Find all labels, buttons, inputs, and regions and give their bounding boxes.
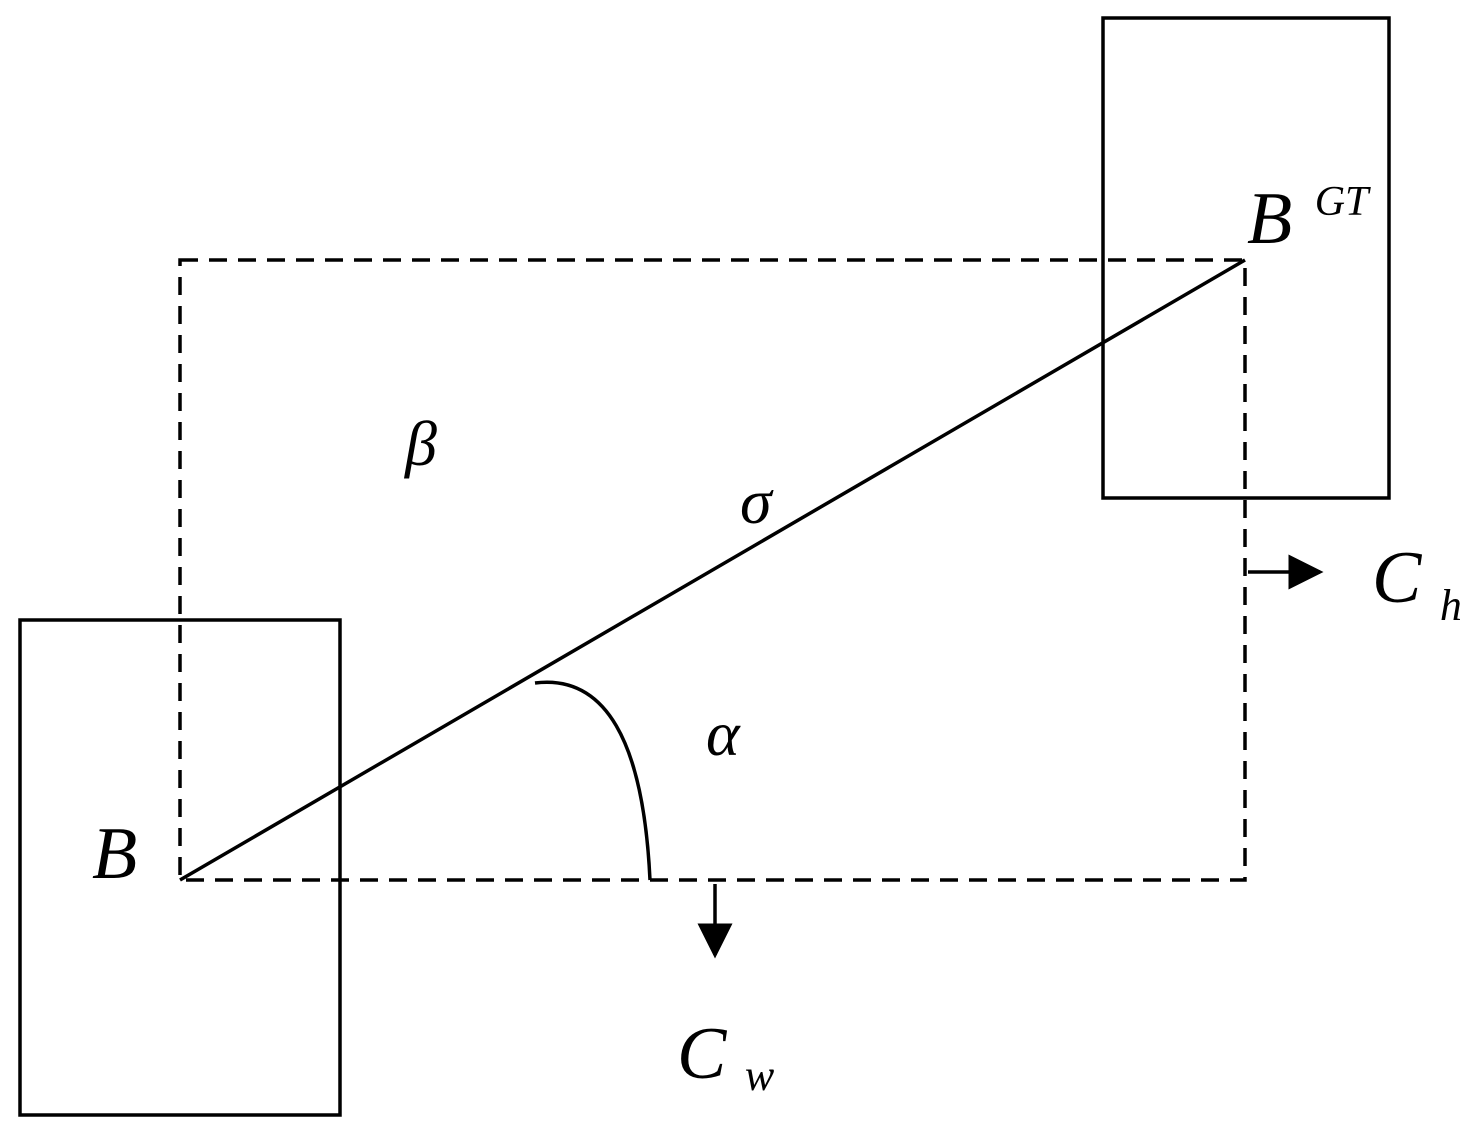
label-b: B [92, 813, 137, 895]
label-bgt-sup: GT [1315, 179, 1371, 225]
center-distance-line [179, 258, 1246, 882]
label-bgt: B GT [1247, 178, 1371, 260]
label-cw: C w [677, 1013, 775, 1100]
label-ch-base: C [1372, 537, 1423, 619]
ground-truth-box [1101, 16, 1391, 500]
label-alpha: α [706, 698, 741, 769]
center-distance-rectangle [178, 258, 1247, 882]
predicted-box [18, 618, 342, 1117]
angle-arc [534, 680, 652, 881]
label-sigma: σ [740, 466, 774, 537]
label-cw-sub: w [745, 1051, 775, 1100]
label-ch-sub: h [1440, 581, 1462, 630]
label-bgt-base: B [1247, 178, 1292, 260]
label-cw-base: C [677, 1013, 728, 1095]
label-beta: β [403, 408, 437, 479]
label-ch: C h [1372, 537, 1462, 630]
